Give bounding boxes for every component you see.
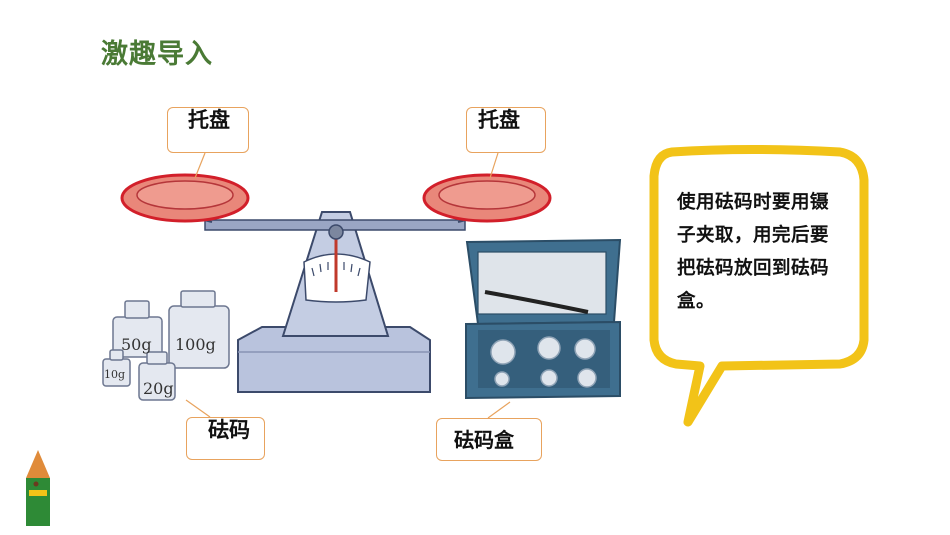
right-tray xyxy=(422,173,552,223)
left-tray xyxy=(120,173,250,223)
weight-box xyxy=(465,238,622,400)
tray-left-text: 托盘 xyxy=(188,108,230,132)
pencil-icon xyxy=(26,450,50,526)
weights-label: 砝码 xyxy=(186,417,265,460)
tray-left-label: 托盘 xyxy=(167,107,249,153)
weight-20-label: 20g xyxy=(143,379,174,398)
weights-text: 砝码 xyxy=(208,418,250,442)
weight-50-label: 50g xyxy=(121,335,152,354)
weight-box-text: 砝码盒 xyxy=(454,428,514,452)
tray-right-text: 托盘 xyxy=(478,108,520,132)
balance-scale xyxy=(184,211,487,393)
weight-100-label: 100g xyxy=(175,335,216,354)
weights-group xyxy=(102,290,230,401)
weight-10-label: 10g xyxy=(104,368,126,381)
tray-right-label: 托盘 xyxy=(466,107,546,153)
page-title: 激趣导入 xyxy=(101,39,213,70)
speech-bubble xyxy=(649,145,869,427)
weight-box-label: 砝码盒 xyxy=(436,418,542,461)
bubble-text: 使用砝码时要用镊子夹取，用完后要把砝码放回到砝码盒。 xyxy=(677,192,830,312)
